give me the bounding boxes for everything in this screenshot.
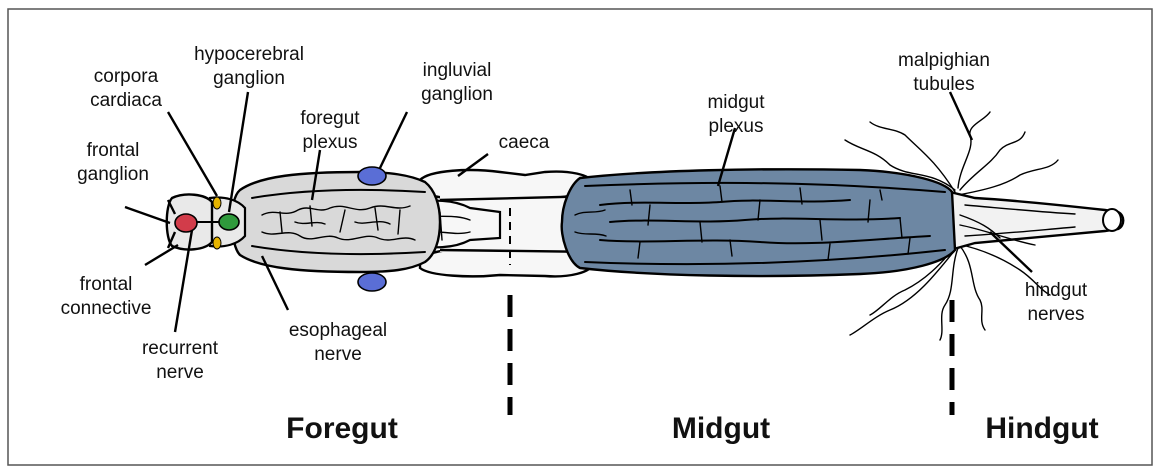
label-text: foregut [300,108,360,129]
region-label-midgut: Midgut [672,412,770,445]
corpora-cardiaca-lower [213,237,221,249]
label-text: ganglion [213,68,285,89]
ingluvial-ganglion-upper [358,167,386,185]
label-text: ganglion [77,164,149,185]
label-caeca: caeca [499,132,550,153]
label-text: nerve [156,362,204,383]
label-text: frontal [87,140,140,161]
label-text: cardiaca [90,90,162,111]
corpora-cardiaca-upper [213,197,221,209]
label-text: hindgut [1025,280,1088,301]
anus-opening [1103,209,1121,231]
label-text: plexus [709,116,764,137]
frontal-ganglion-shape [175,214,197,232]
label-text: ganglion [421,84,493,105]
region-label-foregut: Foregut [286,412,398,445]
region-label-hindgut: Hindgut [985,412,1098,445]
label-text: caeca [499,132,550,153]
label-text: malpighian [898,50,990,71]
label-text: frontal [80,274,133,295]
label-text: recurrent [142,338,219,359]
label-text: plexus [303,132,358,153]
label-text: tubules [913,74,974,95]
label-text: nerve [314,344,362,365]
label-text: midgut [707,92,765,113]
ingluvial-ganglion-lower [358,273,386,291]
label-text: hypocerebral [194,44,304,65]
label-text: nerves [1027,304,1084,325]
label-text: ingluvial [423,60,492,81]
label-text: corpora [94,66,159,87]
label-text: esophageal [289,320,387,341]
hypocerebral-ganglion-shape [219,214,239,230]
label-text: connective [61,298,152,319]
